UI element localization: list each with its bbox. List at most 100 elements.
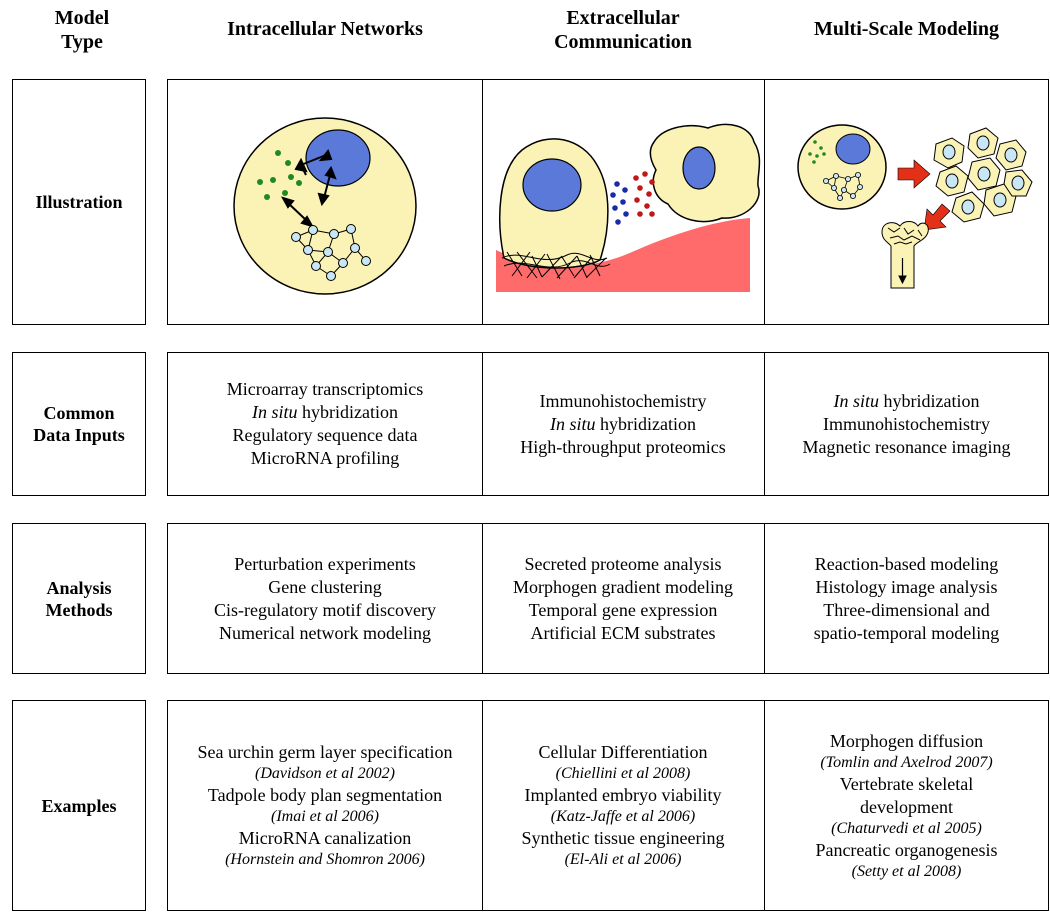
list-item: Magnetic resonance imaging bbox=[803, 436, 1011, 459]
item-text: Cellular Differentiation bbox=[538, 742, 708, 762]
list-item: In situ hybridization bbox=[550, 413, 696, 436]
analysis-intracellular: Perturbation experiments Gene clustering… bbox=[168, 524, 482, 673]
italic-term: In situ bbox=[252, 402, 298, 422]
item-text: Immunohistochemistry bbox=[823, 413, 990, 434]
item-text: High-throughput proteomics bbox=[520, 436, 726, 457]
analysis-multiscale: Reaction-based modeling Histology image … bbox=[764, 524, 1049, 673]
multiscale-nucleus bbox=[835, 133, 871, 165]
analysis-item: Temporal gene expression bbox=[528, 599, 718, 620]
list-item: Morphogen diffusion bbox=[830, 730, 983, 753]
list-item: High-throughput proteomics bbox=[520, 436, 725, 459]
secreted-blue-dots bbox=[610, 181, 629, 225]
list-item: Vertebrate skeletal bbox=[840, 773, 973, 796]
examples-multiscale: Morphogen diffusion (Tomlin and Axelrod 2… bbox=[764, 701, 1049, 910]
italic-term: In situ bbox=[550, 413, 596, 434]
header-multiscale: Multi-Scale Modeling bbox=[814, 18, 999, 40]
citation: (Hornstein and Shomron 2006) bbox=[225, 851, 425, 868]
examples-extracellular: Cellular Differentiation (Chiellini et al… bbox=[482, 701, 764, 910]
analysis-item: Histology image analysis bbox=[815, 576, 998, 597]
item-text: MicroRNA profiling bbox=[250, 448, 400, 468]
free-cell-nucleus bbox=[682, 146, 716, 190]
analysis-item: Cis-regulatory motif discovery bbox=[214, 599, 436, 620]
analysis-item: Numerical network modeling bbox=[219, 622, 431, 643]
extracellular-illustration bbox=[496, 123, 761, 292]
examples-row: Sea urchin germ layer specification (Davi… bbox=[167, 700, 1049, 911]
tissue-substrate bbox=[496, 218, 750, 292]
analysis-item: spatio-temporal modeling bbox=[813, 622, 1000, 643]
citation: (Chaturvedi et al 2005) bbox=[831, 819, 982, 837]
adherent-cell-nucleus bbox=[522, 158, 582, 212]
item-text: development bbox=[860, 796, 953, 817]
examples-intracellular: Sea urchin germ layer specification (Davi… bbox=[168, 701, 482, 910]
item-text: Morphogen diffusion bbox=[829, 730, 984, 751]
citation: (Chiellini et al 2008) bbox=[555, 765, 691, 782]
header-intracellular: Intracellular Networks bbox=[227, 18, 423, 40]
list-item: Cellular Differentiation bbox=[538, 741, 707, 764]
arrow-tissue-to-bone bbox=[923, 203, 951, 231]
citation: (Davidson et al 2002) bbox=[255, 765, 395, 782]
analysis-item: Three-dimensional and bbox=[823, 599, 990, 620]
list-item: In situ hybridization bbox=[252, 401, 398, 424]
analysis-extracellular: Secreted proteome analysis Morphogen gra… bbox=[482, 524, 764, 673]
row-label-data-inputs: Common Data Inputs bbox=[12, 352, 146, 496]
intracellular-green-dots bbox=[257, 150, 302, 200]
citation: (El-Ali et al 2006) bbox=[564, 851, 682, 868]
list-item: In situ hybridization bbox=[834, 390, 980, 413]
list-item: Immunohistochemistry bbox=[823, 413, 990, 436]
item-text: Tadpole body plan segmentation bbox=[207, 785, 443, 805]
analysis-row: Perturbation experiments Gene clustering… bbox=[167, 523, 1049, 674]
list-item: Immunohistochemistry bbox=[540, 390, 707, 413]
list-item: MicroRNA canalization bbox=[239, 827, 411, 850]
item-text: Microarray transcriptomics bbox=[226, 379, 424, 399]
item-text: Magnetic resonance imaging bbox=[802, 436, 1011, 457]
ecm-fibers bbox=[501, 251, 611, 280]
item-text: hybridization bbox=[879, 390, 980, 411]
item-text: MicroRNA canalization bbox=[238, 828, 412, 848]
row-label-analysis: Analysis Methods bbox=[12, 523, 146, 674]
row-label-examples: Examples bbox=[12, 700, 146, 911]
italic-term: In situ bbox=[833, 390, 880, 411]
item-text: Regulatory sequence data bbox=[232, 425, 418, 445]
arrow-cell-to-tissue bbox=[897, 159, 931, 189]
intracellular-illustration bbox=[233, 117, 417, 295]
citation: (Setty et al 2008) bbox=[851, 862, 962, 880]
analysis-item: Perturbation experiments bbox=[234, 553, 416, 574]
list-item: Synthetic tissue engineering bbox=[522, 827, 725, 850]
header-extracellular: Extracellular Communication bbox=[554, 7, 692, 53]
list-item: Implanted embryo viability bbox=[525, 784, 722, 807]
secreted-red-dots bbox=[633, 171, 655, 217]
intracellular-arrows bbox=[280, 148, 337, 228]
list-item: Tadpole body plan segmentation bbox=[208, 784, 442, 807]
header-model-type: Model Type bbox=[54, 7, 110, 53]
analysis-item: Artificial ECM substrates bbox=[530, 622, 716, 643]
list-item: development bbox=[860, 796, 953, 819]
analysis-item: Secreted proteome analysis bbox=[524, 553, 722, 574]
citation: (Imai et al 2006) bbox=[271, 808, 379, 825]
multiscale-green-dots bbox=[808, 140, 826, 164]
intracellular-nucleus bbox=[305, 129, 371, 187]
list-item: Microarray transcriptomics bbox=[227, 378, 423, 401]
illustration-row bbox=[167, 79, 1049, 325]
multiscale-illustration bbox=[797, 124, 1033, 289]
multiscale-network-nodes bbox=[823, 172, 864, 202]
bone-growth-plate bbox=[881, 221, 929, 289]
item-text: Implanted embryo viability bbox=[524, 785, 722, 805]
item-text: Synthetic tissue engineering bbox=[521, 828, 725, 848]
tissue-cluster bbox=[933, 127, 1033, 223]
citation: (Tomlin and Axelrod 2007) bbox=[820, 753, 993, 771]
list-item: Sea urchin germ layer specification bbox=[198, 741, 453, 764]
item-text: Sea urchin germ layer specification bbox=[197, 742, 453, 762]
item-text: hybridization bbox=[595, 413, 696, 434]
intracellular-cell bbox=[233, 117, 417, 295]
item-text: Pancreatic organogenesis bbox=[815, 839, 998, 860]
list-item: Pancreatic organogenesis bbox=[815, 839, 997, 862]
list-item: MicroRNA profiling bbox=[251, 447, 400, 470]
list-item: Regulatory sequence data bbox=[233, 424, 418, 447]
item-text: hybridization bbox=[297, 402, 398, 422]
analysis-item: Gene clustering bbox=[268, 576, 382, 597]
citation: (Katz-Jaffe et al 2006) bbox=[550, 808, 696, 825]
